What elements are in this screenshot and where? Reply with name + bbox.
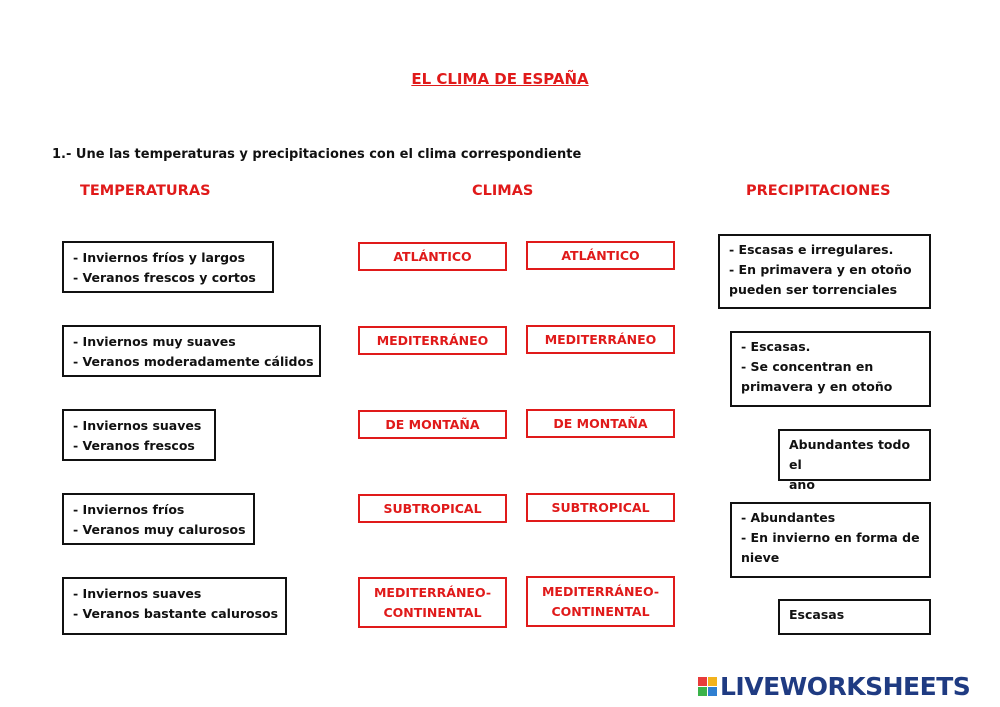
- temperature-line: - Inviernos fríos y largos: [73, 250, 246, 265]
- precipitation-line: Escasas: [789, 607, 845, 622]
- precipitation-line: - En invierno en forma de: [741, 530, 920, 545]
- clima-left-mediterraneo-continental[interactable]: MEDITERRÁNEO- CONTINENTAL: [358, 577, 507, 628]
- temperature-box: - Inviernos suaves - Veranos bastante ca…: [62, 577, 287, 635]
- clima-label: SUBTROPICAL: [383, 500, 482, 516]
- temperature-line: - Inviernos fríos: [73, 502, 185, 517]
- temperature-box: - Inviernos fríos y largos - Veranos fre…: [62, 241, 274, 293]
- precipitation-line: - En primavera y en otoño: [729, 262, 912, 277]
- clima-label: DE MONTAÑA: [553, 415, 648, 431]
- precipitation-line: primavera y en otoño: [741, 379, 893, 394]
- logo-mark-icon: [698, 677, 717, 696]
- clima-label: MEDITERRÁNEO: [544, 331, 657, 347]
- temperature-line: - Inviernos suaves: [73, 418, 202, 433]
- temperature-line: - Inviernos muy suaves: [73, 334, 236, 349]
- clima-label: MEDITERRÁNEO-: [541, 583, 660, 599]
- precipitation-box: - Escasas e irregulares. - En primavera …: [718, 234, 931, 309]
- clima-right-montana[interactable]: DE MONTAÑA: [526, 409, 675, 438]
- clima-right-atlantico[interactable]: ATLÁNTICO: [526, 241, 675, 270]
- temperature-box: - Inviernos muy suaves - Veranos moderad…: [62, 325, 321, 377]
- clima-right-mediterraneo-continental[interactable]: MEDITERRÁNEO- CONTINENTAL: [526, 576, 675, 627]
- temperature-line: - Veranos moderadamente cálidos: [73, 354, 314, 369]
- precipitation-line: nieve: [741, 550, 780, 565]
- clima-label: SUBTROPICAL: [551, 499, 650, 515]
- clima-right-subtropical[interactable]: SUBTROPICAL: [526, 493, 675, 522]
- precipitation-line: año: [789, 477, 815, 492]
- precipitation-line: - Escasas e irregulares.: [729, 242, 894, 257]
- precipitation-box: - Escasas. - Se concentran en primavera …: [730, 331, 931, 407]
- temperature-box: - Inviernos fríos - Veranos muy caluroso…: [62, 493, 255, 545]
- precipitation-line: pueden ser torrenciales: [729, 282, 898, 297]
- page-title: EL CLIMA DE ESPAÑA: [411, 70, 589, 88]
- clima-label: CONTINENTAL: [551, 603, 650, 619]
- clima-left-subtropical[interactable]: SUBTROPICAL: [358, 494, 507, 523]
- temperature-line: - Veranos muy calurosos: [73, 522, 246, 537]
- clima-left-montana[interactable]: DE MONTAÑA: [358, 410, 507, 439]
- clima-label: MEDITERRÁNEO-: [373, 584, 492, 600]
- precipitation-box: Abundantes todo el año: [778, 429, 931, 492]
- precipitation-box: - Abundantes - En invierno en forma de n…: [730, 502, 931, 578]
- clima-label: DE MONTAÑA: [385, 416, 480, 432]
- clima-left-atlantico[interactable]: ATLÁNTICO: [358, 242, 507, 271]
- temperature-box: - Inviernos suaves - Veranos frescos: [62, 409, 216, 461]
- clima-right-mediterraneo[interactable]: MEDITERRÁNEO: [526, 325, 675, 354]
- header-temperaturas: TEMPERATURAS: [80, 183, 211, 199]
- header-precipitaciones: PRECIPITACIONES: [746, 183, 891, 199]
- clima-left-mediterraneo[interactable]: MEDITERRÁNEO: [358, 326, 507, 355]
- temperature-line: - Veranos frescos y cortos: [73, 270, 256, 285]
- clima-label: MEDITERRÁNEO: [376, 332, 489, 348]
- header-climas: CLIMAS: [472, 183, 534, 199]
- temperature-line: - Inviernos suaves: [73, 586, 202, 601]
- temperature-line: - Veranos bastante calurosos: [73, 606, 279, 621]
- clima-label: ATLÁNTICO: [561, 247, 640, 263]
- clima-label: CONTINENTAL: [383, 604, 482, 620]
- logo-text: LIVEWORKSHEETS: [720, 672, 971, 701]
- precipitation-box: Escasas: [778, 599, 931, 635]
- instruction-text: 1.- Une las temperaturas y precipitacion…: [52, 147, 582, 162]
- liveworksheets-logo: LIVEWORKSHEETS: [698, 672, 971, 701]
- precipitation-line: - Se concentran en: [741, 359, 874, 374]
- temperature-line: - Veranos frescos: [73, 438, 195, 453]
- precipitation-line: - Abundantes: [741, 510, 836, 525]
- precipitation-line: - Escasas.: [741, 339, 811, 354]
- precipitation-line: Abundantes todo el: [789, 437, 911, 472]
- clima-label: ATLÁNTICO: [393, 248, 472, 264]
